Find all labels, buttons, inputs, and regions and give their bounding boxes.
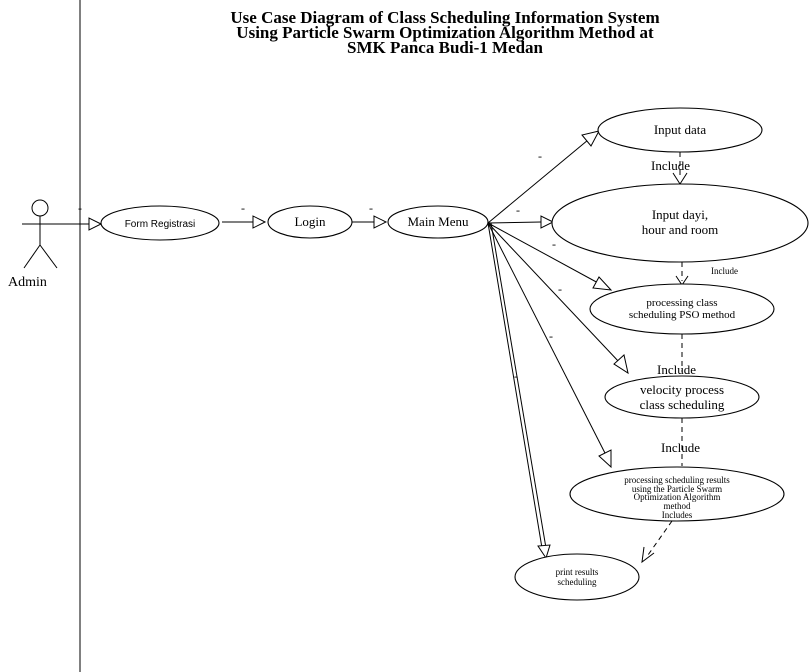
usecase-login-label: Login — [294, 214, 326, 229]
usecase-form-registrasi-label: Form Registrasi — [125, 219, 196, 230]
label-dash-results: - — [549, 329, 553, 343]
label-dash-print: - — [514, 369, 518, 383]
label-include-4: Include — [661, 440, 700, 455]
usecase-processing-results-label-3: Optimization Algorithm — [634, 492, 721, 502]
usecase-input-data: Input data — [597, 107, 763, 153]
connector-mainmenu-pso — [487, 222, 601, 285]
usecase-velocity: velocity process class scheduling — [604, 375, 760, 419]
label-dash-inputday: - — [516, 203, 520, 217]
usecase-processing-results-label-1: processing scheduling results — [624, 475, 730, 485]
arrowhead-mainmenu-print — [537, 544, 551, 560]
usecase-velocity-label-1: velocity process — [640, 382, 724, 397]
arrowhead-form-login — [252, 215, 267, 229]
include-results-print — [647, 520, 673, 556]
arrowhead-login-mainmenu — [373, 215, 388, 229]
usecase-login: Login — [267, 205, 353, 239]
label-dash-form-login: - — [241, 201, 245, 215]
usecase-input-data-label: Input data — [654, 122, 707, 137]
usecase-processing-pso-label-1: processing class — [646, 297, 717, 309]
label-dash-pso: - — [552, 237, 556, 251]
connector-mainmenu-results — [487, 222, 608, 458]
actor-head — [31, 199, 49, 217]
usecase-processing-pso: processing class scheduling PSO method — [589, 283, 775, 335]
usecase-form-registrasi: Form Registrasi — [100, 205, 220, 241]
usecase-print-results: print results scheduling — [514, 553, 640, 601]
connector-mainmenu-velocity — [487, 222, 621, 364]
usecase-processing-results-label-4: method — [664, 501, 691, 511]
diagram-title: Use Case Diagram of Class Scheduling Inf… — [100, 8, 790, 57]
usecase-input-day: Input dayi, hour and room — [551, 183, 809, 263]
connector-mainmenu-inputdata — [487, 139, 589, 224]
label-include-1: Include — [651, 158, 690, 173]
connector-mainmenu-inputday — [487, 221, 542, 224]
admin-actor: Admin — [8, 199, 60, 290]
usecase-main-menu-label: Main Menu — [407, 214, 469, 229]
actor-name: Admin — [8, 275, 47, 290]
arrowhead-mainmenu-inputdata — [581, 130, 600, 147]
actor-left-leg — [23, 244, 41, 269]
arrowhead-mainmenu-pso — [592, 276, 613, 291]
connector-mainmenu-print-a — [487, 222, 543, 549]
title-line-3: SMK Panca Budi-1 Medan — [347, 38, 543, 57]
usecase-processing-results: processing scheduling results using the … — [569, 466, 785, 522]
title-line-2: Using Particle Swarm Optimization Algori… — [236, 23, 654, 42]
label-dash-velocity: - — [558, 282, 562, 296]
connector-mainmenu-print-b — [490, 222, 547, 549]
usecase-input-day-label-1: Input dayi, — [652, 207, 708, 222]
usecase-main-menu: Main Menu — [387, 205, 489, 239]
actor-right-leg — [39, 244, 58, 269]
usecase-velocity-label-2: class scheduling — [640, 397, 725, 412]
usecase-processing-results-label-2: using the Particle Swarm — [632, 484, 722, 494]
label-dash-inputdata: - — [538, 149, 542, 163]
arrowhead-admin-form — [88, 217, 103, 231]
include-arrow-print — [641, 546, 655, 564]
usecase-processing-results-label-5: Includes — [662, 510, 693, 520]
usecase-print-results-label-1: print results — [556, 567, 599, 577]
label-include-3: Include — [657, 362, 696, 377]
arrowhead-mainmenu-inputday — [540, 215, 555, 229]
usecase-print-results-label-2: scheduling — [558, 577, 597, 587]
arrowhead-mainmenu-velocity — [613, 354, 629, 375]
label-dash-admin: - — [78, 201, 82, 215]
label-dash-login-mainmenu: - — [369, 201, 373, 215]
title-line-1: Use Case Diagram of Class Scheduling Inf… — [230, 8, 660, 27]
arrowhead-mainmenu-results — [598, 449, 612, 469]
usecase-processing-pso-label-2: scheduling PSO method — [629, 309, 736, 321]
label-include-2: Include — [711, 266, 738, 276]
usecase-input-day-label-2: hour and room — [642, 222, 719, 237]
